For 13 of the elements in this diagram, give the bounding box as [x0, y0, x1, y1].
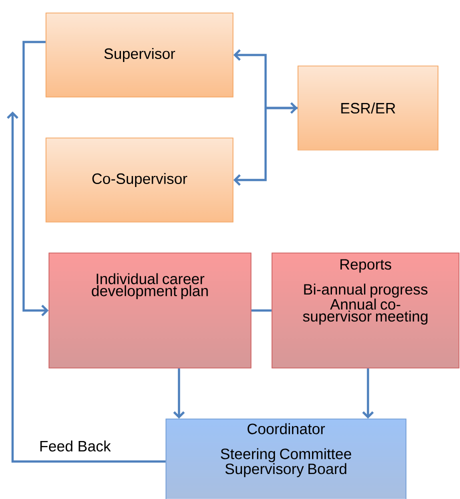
arrow [233, 106, 298, 186]
arrow [362, 368, 374, 419]
arrow [22, 40, 49, 316]
edge-label: Feed Back [40, 440, 111, 452]
process-box: Supervisor [46, 12, 234, 98]
process-box: ESR/ER [298, 66, 438, 150]
process-box: Co-Supervisor [46, 138, 234, 222]
arrow [6, 112, 166, 463]
process-box: Individual career development plan [48, 252, 252, 368]
process-box: Coordinator Steering Committee Supervisory Board [166, 418, 406, 499]
arrow [173, 368, 185, 419]
process-box: Reports Bi-annual progress Annual co-supervisor meeting [272, 252, 460, 368]
arrow [233, 49, 298, 114]
